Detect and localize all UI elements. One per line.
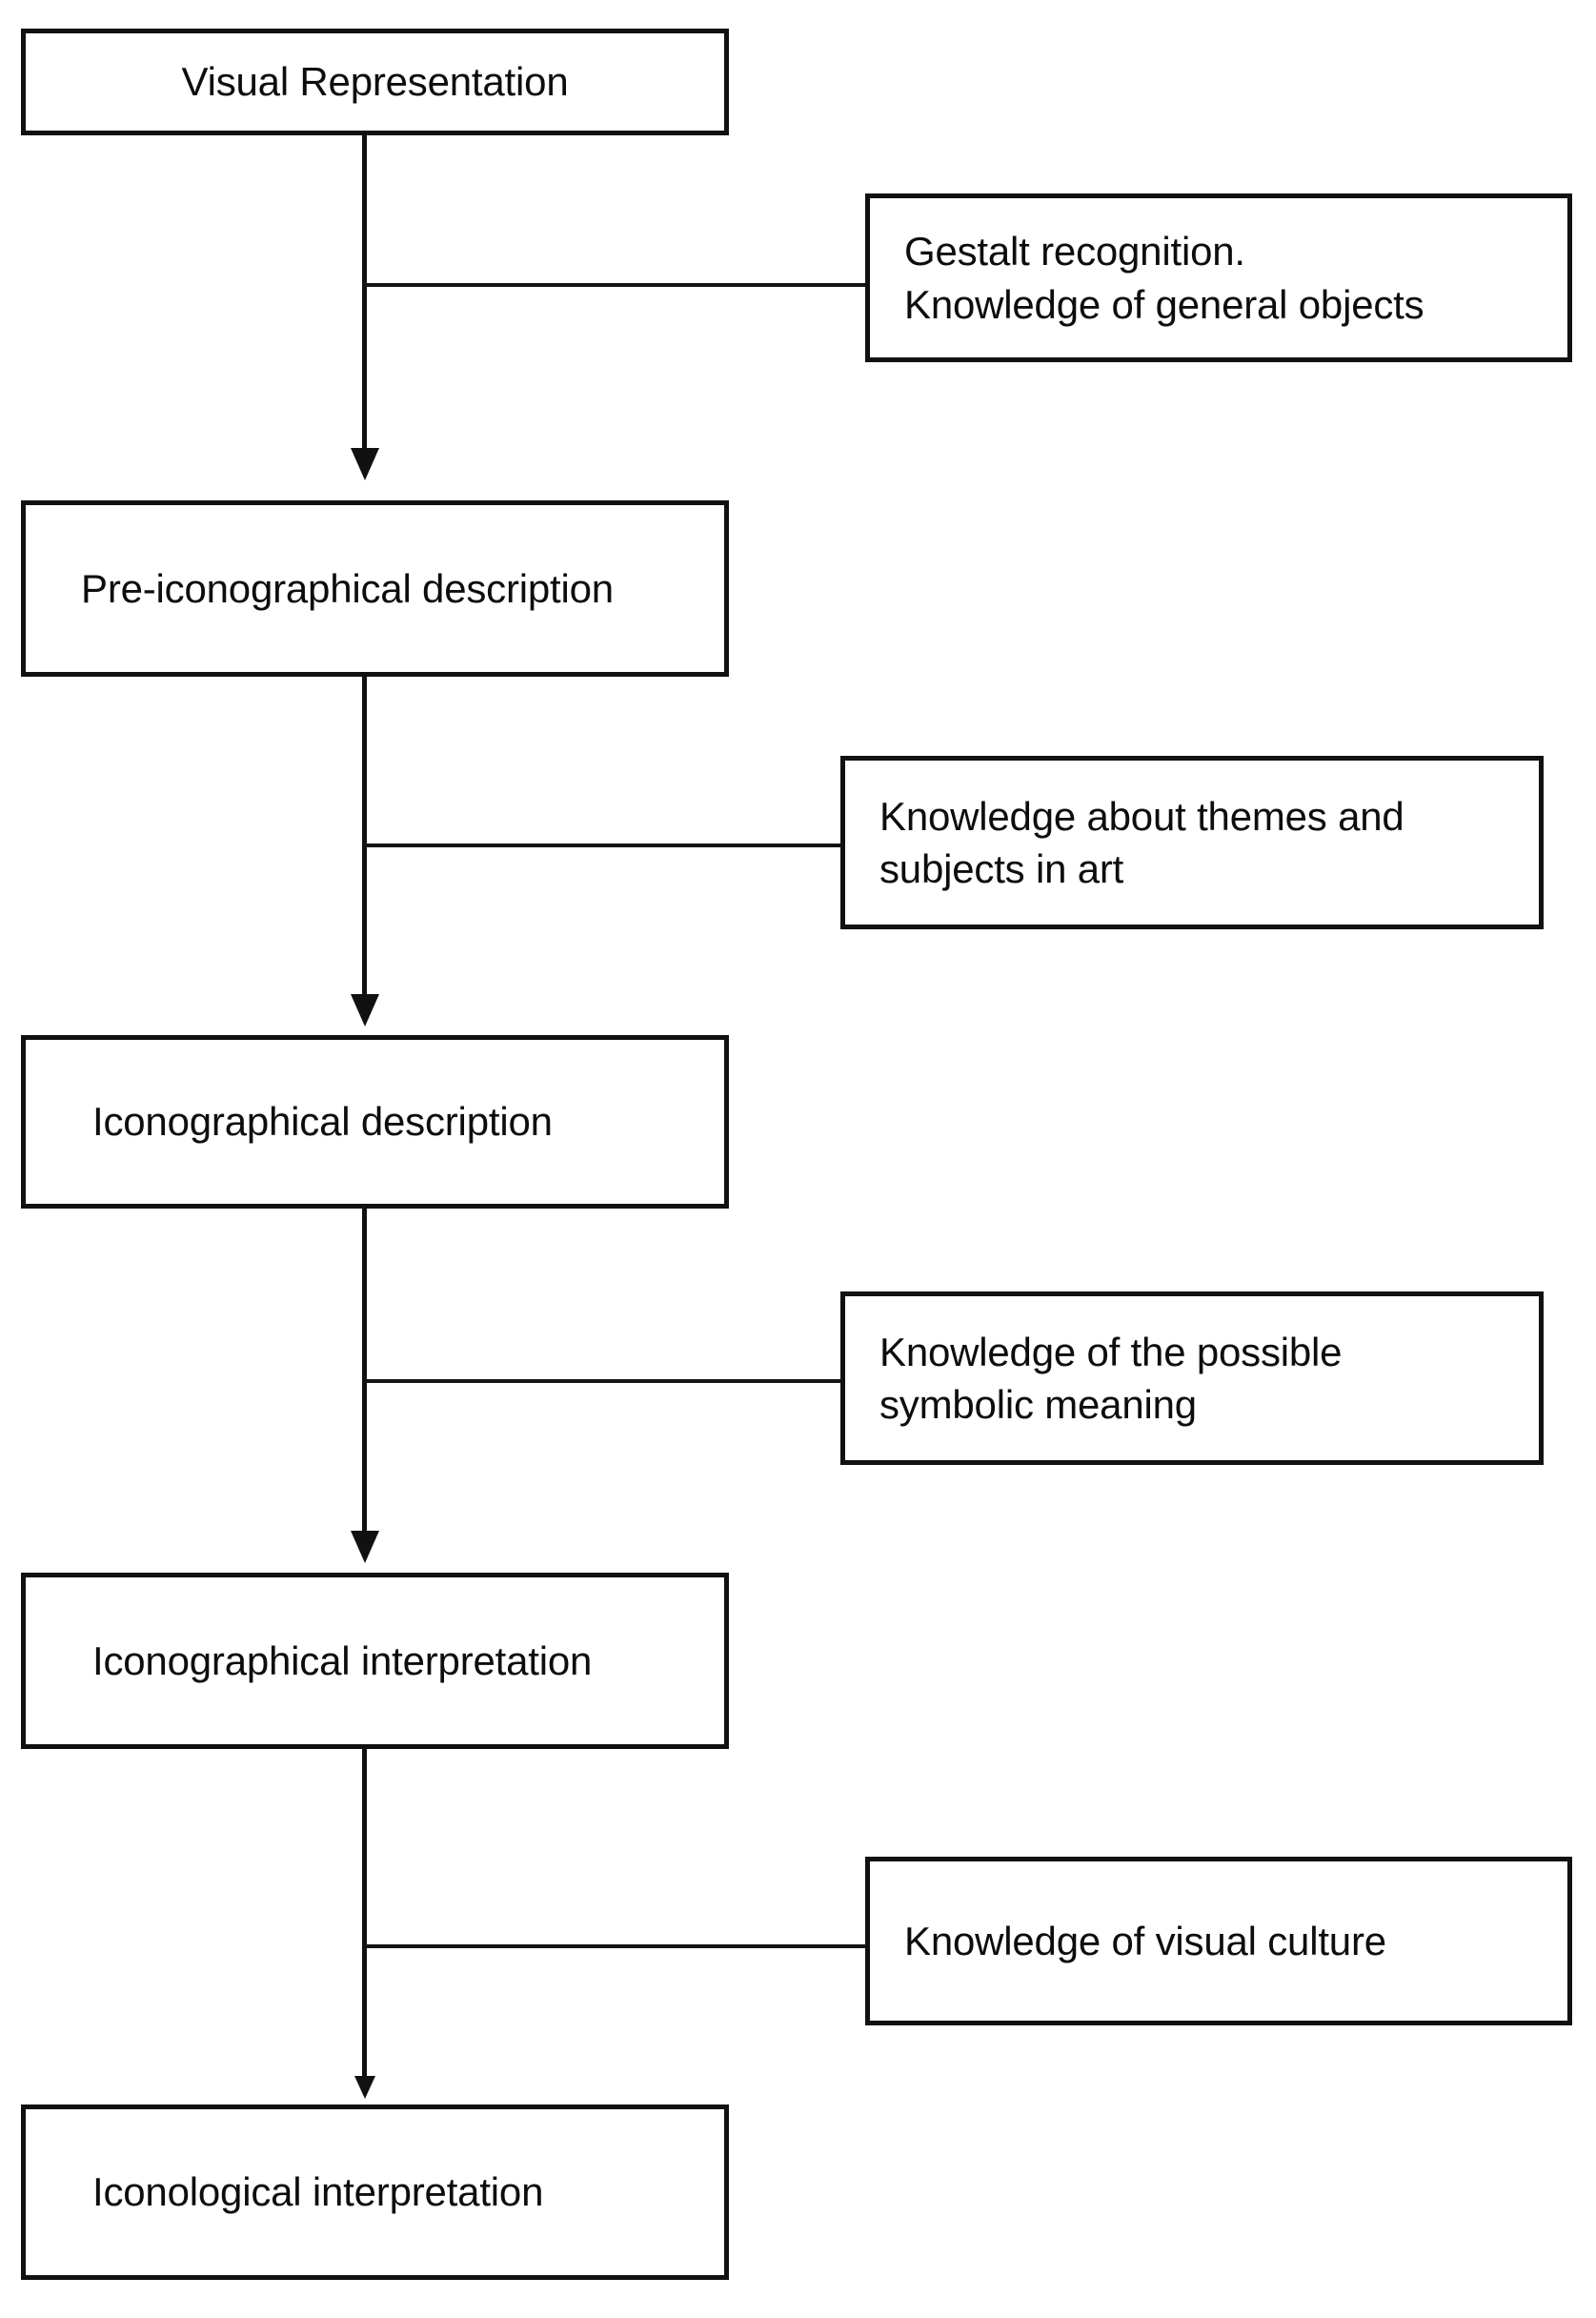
note-themes-and-subjects[interactable]: Knowledge about themes and subjects in a…: [840, 756, 1544, 929]
node-pre-iconographical-description[interactable]: Pre-iconographical description: [21, 500, 729, 677]
node-visual-representation[interactable]: Visual Representation: [21, 29, 729, 135]
branch-connector-themes: [365, 844, 842, 847]
connector-line-1: [362, 135, 367, 450]
node-label-iconographical-description: Iconographical description: [92, 1099, 553, 1145]
node-label-iconological-interpretation: Iconological interpretation: [92, 2169, 544, 2215]
arrowhead-2: [351, 994, 379, 1027]
node-label-iconographical-interpretation: Iconographical interpretation: [92, 1637, 593, 1683]
branch-connector-culture: [365, 1944, 867, 1948]
note-label-symbolic-meaning: Knowledge of the possible symbolic meani…: [879, 1329, 1343, 1427]
note-visual-culture[interactable]: Knowledge of visual culture: [865, 1857, 1572, 2025]
note-gestalt-recognition[interactable]: Gestalt recognition. Knowledge of genera…: [865, 193, 1572, 362]
arrowhead-4: [354, 2076, 375, 2099]
node-label-pre-iconographical-description: Pre-iconographical description: [81, 565, 614, 611]
node-iconographical-description[interactable]: Iconographical description: [21, 1035, 729, 1209]
connector-line-3: [362, 1209, 367, 1533]
arrowhead-1: [351, 448, 379, 480]
note-symbolic-meaning[interactable]: Knowledge of the possible symbolic meani…: [840, 1291, 1544, 1465]
note-label-visual-culture: Knowledge of visual culture: [904, 1918, 1386, 1963]
arrowhead-3: [351, 1531, 379, 1563]
note-label-gestalt-recognition: Gestalt recognition. Knowledge of genera…: [904, 229, 1424, 327]
node-label-visual-representation: Visual Representation: [181, 59, 569, 105]
connector-line-2: [362, 677, 367, 996]
branch-connector-symbolic: [365, 1379, 842, 1383]
connector-line-4: [362, 1749, 367, 2078]
node-iconographical-interpretation[interactable]: Iconographical interpretation: [21, 1573, 729, 1749]
branch-connector-gestalt: [365, 283, 867, 287]
node-iconological-interpretation[interactable]: Iconological interpretation: [21, 2104, 729, 2280]
note-label-themes-and-subjects: Knowledge about themes and subjects in a…: [879, 793, 1404, 891]
